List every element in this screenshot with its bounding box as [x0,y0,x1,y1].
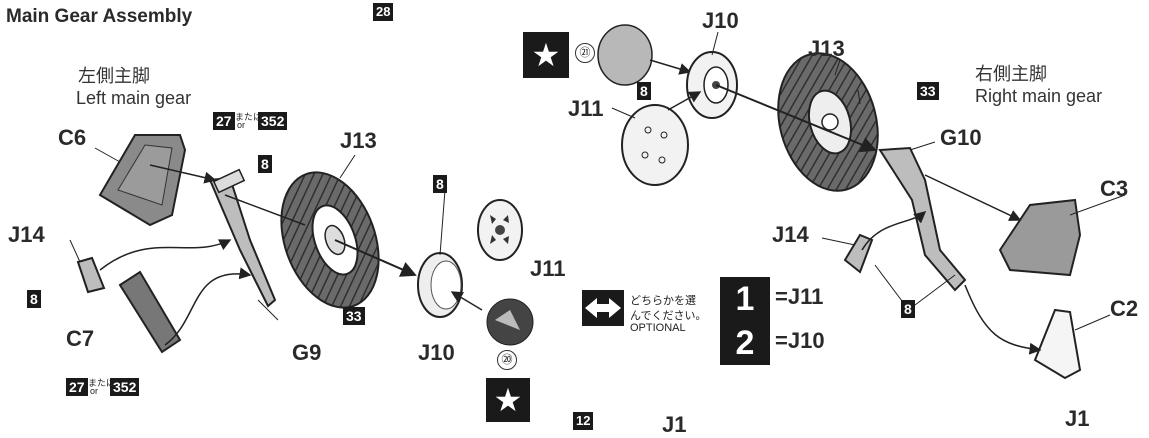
part-label-j13: J13 [808,36,845,61]
star-decal-icon: ★ [523,32,569,78]
optional-choice-1-badge: 1 [720,277,770,321]
right-hub-j11 [621,104,689,186]
decal-number-20: ⑳ [497,350,517,370]
decal-21 [597,24,653,86]
part-label-j1: J1 [1065,406,1090,431]
right-gear-label-en: Right main gear [975,86,1103,106]
paint-code-33: 33 [343,307,365,325]
paint-code-352: 352 [258,112,288,130]
part-label-j13: J13 [340,128,377,153]
section-title: Main Gear Assembly [6,6,193,27]
optional-choice-2-badge: 2 [720,321,770,365]
c3-gear-door [998,198,1082,277]
optional-text-jp-1: どちらかを選 [630,295,696,307]
part-label-j11: J11 [568,96,604,121]
paint-code-8: 8 [27,290,41,308]
part-label-j1: J1 [662,412,687,437]
paint-code-27: 27 [66,378,88,396]
part-label-j11: J11 [530,256,566,281]
part-label-g10: G10 [940,125,982,150]
part-label-c7: C7 [66,326,95,351]
optional-text-en: OPTIONAL [630,322,686,334]
diagram-drawing [69,24,1126,380]
optional-arrows-icon [582,290,624,326]
optional-choice-1-part: =J11 [775,284,824,309]
paint-or-jp: または [235,112,263,122]
right-j14-link [843,233,874,274]
c2-gear-door [1033,308,1082,380]
part-label-j14: J14 [8,222,45,247]
step-number: 28 [373,3,394,21]
optional-choice-2-part: =J10 [775,328,825,353]
paint-or-jp: または [88,378,116,388]
part-label-c6: C6 [58,125,87,150]
optional-text-jp-2: んでください。 [630,310,707,322]
left-j14-link [76,256,106,294]
part-label-j14: J14 [772,222,809,247]
g9-strut [208,176,277,308]
paint-code-8: 8 [433,175,447,193]
paint-code-33: 33 [917,82,939,100]
part-label-j10: J10 [702,8,739,33]
decal-number-21: ㉑ [575,43,595,63]
right-gear-label-jp: 右側主脚 [975,64,1047,84]
part-label-g9: G9 [292,340,322,365]
paint-code-8: 8 [258,155,272,173]
paint-or-en: or [90,386,99,396]
c7-gear-door [118,270,182,354]
paint-code-8: 8 [637,82,651,100]
left-gear-label-jp: 左側主脚 [78,66,150,86]
star-decal-icon: ★ [486,378,530,422]
part-label-c2: C2 [1110,296,1139,321]
paint-code-352: 352 [110,378,140,396]
paint-or-en: or [237,120,246,130]
paint-code-27: 27 [213,112,235,130]
next-step-number: 12 [573,412,594,430]
left-gear-label-en: Left main gear [76,88,192,108]
instruction-diagram: Main Gear Assembly 28 左側主脚 Left main gea… [6,3,1139,437]
paint-code-8: 8 [901,300,915,318]
part-label-j10: J10 [418,340,455,365]
part-label-c3: C3 [1100,176,1129,201]
g10-strut [878,146,967,292]
